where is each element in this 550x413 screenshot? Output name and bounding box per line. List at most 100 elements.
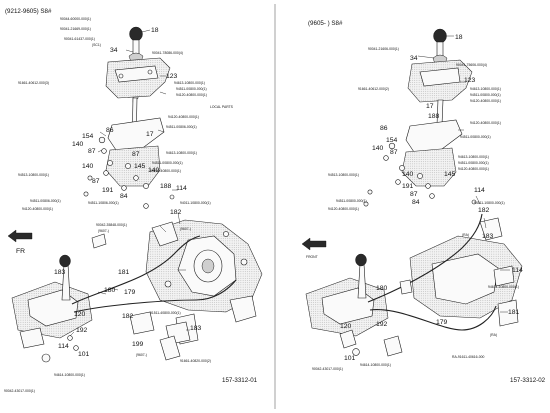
left-part-number: 90041-61437-000(1)	[64, 37, 95, 41]
right-linkage-fasteners	[363, 142, 477, 207]
left-part-number: 94613-10800-000(1)	[174, 81, 205, 85]
left-part-number: 91661-40612-000(3)	[18, 81, 49, 85]
right-callout: 87	[410, 191, 418, 198]
right-part-number: 94511-00800-000(1)	[460, 135, 491, 139]
right-callout: 120	[340, 323, 352, 330]
right-callout-numbers: 18 34 17 123 86 154 87 140 140 191 87 84…	[340, 34, 523, 362]
right-part-number: 94120-40800-000(1)	[470, 121, 501, 125]
right-callout: 84	[412, 199, 420, 206]
left-part-number: (9607-)	[136, 353, 147, 357]
left-part-number: 91511-40800-000(1)	[150, 311, 181, 315]
left-callout: 181	[118, 269, 130, 276]
left-callout: 183	[190, 325, 202, 332]
left-callout: 34	[110, 47, 118, 54]
right-footer-code: 157-3312-02	[510, 377, 546, 384]
right-callout: 145	[444, 171, 456, 178]
left-callout: 183	[54, 269, 66, 276]
left-callout: 145	[134, 163, 146, 170]
right-part-number: 90041-21606-000(1)	[368, 47, 399, 51]
left-shift-knob	[128, 26, 144, 63]
left-part-number: 94511-00800-000(1)	[152, 161, 183, 165]
left-callout: 114	[176, 185, 187, 192]
left-shift-cable-179	[73, 279, 237, 313]
right-part-number: 94511-00800-000(1)	[458, 161, 489, 165]
right-part-numbers: 90041-21606-000(1) 90041-75606-000(4) 91…	[312, 47, 519, 371]
left-part-number: (SC1)	[92, 43, 101, 47]
right-direction-label: FRONT	[306, 255, 318, 259]
right-part-number: (RA)	[462, 233, 469, 237]
left-panel: (9212-9605) S8# 157-3312-01	[4, 8, 263, 393]
left-direction-label: FR	[16, 248, 25, 255]
left-part-number: 94011-10800-000(1)	[180, 201, 211, 205]
left-callout: 199	[132, 341, 144, 348]
left-callout: 188	[160, 183, 172, 190]
left-part-number: 94511-00800-000(1)	[176, 87, 207, 91]
left-footer-code: 157-3312-01	[222, 377, 258, 384]
left-console-base	[11, 254, 93, 349]
left-part-number: 90042-35848-000(1)	[96, 223, 127, 227]
right-callout: 183	[482, 233, 494, 240]
right-callout: 188	[428, 113, 440, 120]
left-leader-lines	[69, 29, 190, 337]
left-callout: 17	[146, 131, 154, 138]
left-shift-cable-180	[71, 235, 201, 305]
left-part-number: 94120-40800-000(1)	[176, 93, 207, 97]
right-transmission-housing	[409, 217, 523, 327]
right-callout: 87	[390, 149, 398, 156]
left-callout: 84	[120, 193, 128, 200]
right-part-number: 94511-00800-000(1)	[470, 93, 501, 97]
right-part-number: 94614-10800-000(1)	[360, 363, 391, 367]
right-part-number: 94511-10800-000(1)	[474, 201, 505, 205]
right-part-number: (RA)	[490, 333, 497, 337]
right-part-number: 94120-40800-000(1)	[458, 167, 489, 171]
left-front-arrow: FR	[7, 229, 33, 255]
right-leader-lines	[417, 35, 510, 313]
right-callout: 114	[512, 267, 523, 274]
right-callout: 17	[426, 103, 434, 110]
left-part-number: 90044-60000-000(1)	[60, 17, 91, 21]
right-callout: 192	[376, 321, 388, 328]
left-callout: 123	[166, 73, 178, 80]
left-callout: 114	[58, 343, 69, 350]
right-callout: 123	[464, 77, 476, 84]
right-callout: 140	[372, 145, 384, 152]
left-callout: 180	[104, 287, 116, 294]
right-panel: (9605- ) S8# 157-3312-02 RA-91611-40616-…	[301, 20, 546, 384]
left-panel-header: (9212-9605) S8#	[5, 8, 52, 15]
left-callout: 191	[102, 187, 114, 194]
right-part-number: 90042-43017-000(1)	[312, 367, 343, 371]
right-callout: 180	[376, 285, 388, 292]
left-callout: 182	[170, 209, 182, 216]
right-shift-cable-180	[367, 213, 483, 303]
left-callout-numbers: 18 34 123 17 154 86 140 87 140 191 87 84…	[54, 27, 202, 358]
left-callout: 179	[124, 289, 136, 296]
right-part-number: 94120-40800-000(1)	[470, 99, 501, 103]
left-callout: 86	[106, 127, 114, 134]
right-lever-bracket	[405, 119, 463, 153]
right-callout: 154	[386, 137, 398, 144]
left-part-number: (9607-)	[180, 227, 191, 231]
left-transmission-housing	[145, 219, 263, 345]
left-callout: 140	[72, 141, 84, 148]
right-callout: 179	[436, 319, 448, 326]
right-part-number: 91661-40612-000(2)	[358, 87, 389, 91]
left-callout: 120	[74, 311, 86, 318]
right-shift-knob	[432, 28, 448, 65]
left-part-number: LOCAL PARTS	[210, 105, 234, 109]
left-part-number: 94511-10806-000(1)	[88, 201, 119, 205]
left-cable-clips	[41, 233, 191, 363]
left-callout: 87	[132, 151, 140, 158]
right-callout: 18	[455, 34, 463, 41]
left-part-number: 94614-10800-000(1)	[54, 373, 85, 377]
right-inset-label: RA-91611-40616-000	[452, 355, 484, 359]
left-part-number: 90042-43017-000(1)	[4, 389, 35, 393]
right-part-number: 94613-10800-000(1)	[458, 155, 489, 159]
left-callout: 87	[88, 148, 96, 155]
left-part-number: 94120-40800-000(1)	[150, 169, 181, 173]
right-callout: 34	[410, 55, 418, 62]
left-part-number: 94613-10800-000(1)	[166, 151, 197, 155]
left-part-number: 94511-00806-000(1)	[166, 125, 197, 129]
left-part-number: 90041-78086-000(4)	[152, 51, 183, 55]
right-callout: 114	[474, 187, 485, 194]
